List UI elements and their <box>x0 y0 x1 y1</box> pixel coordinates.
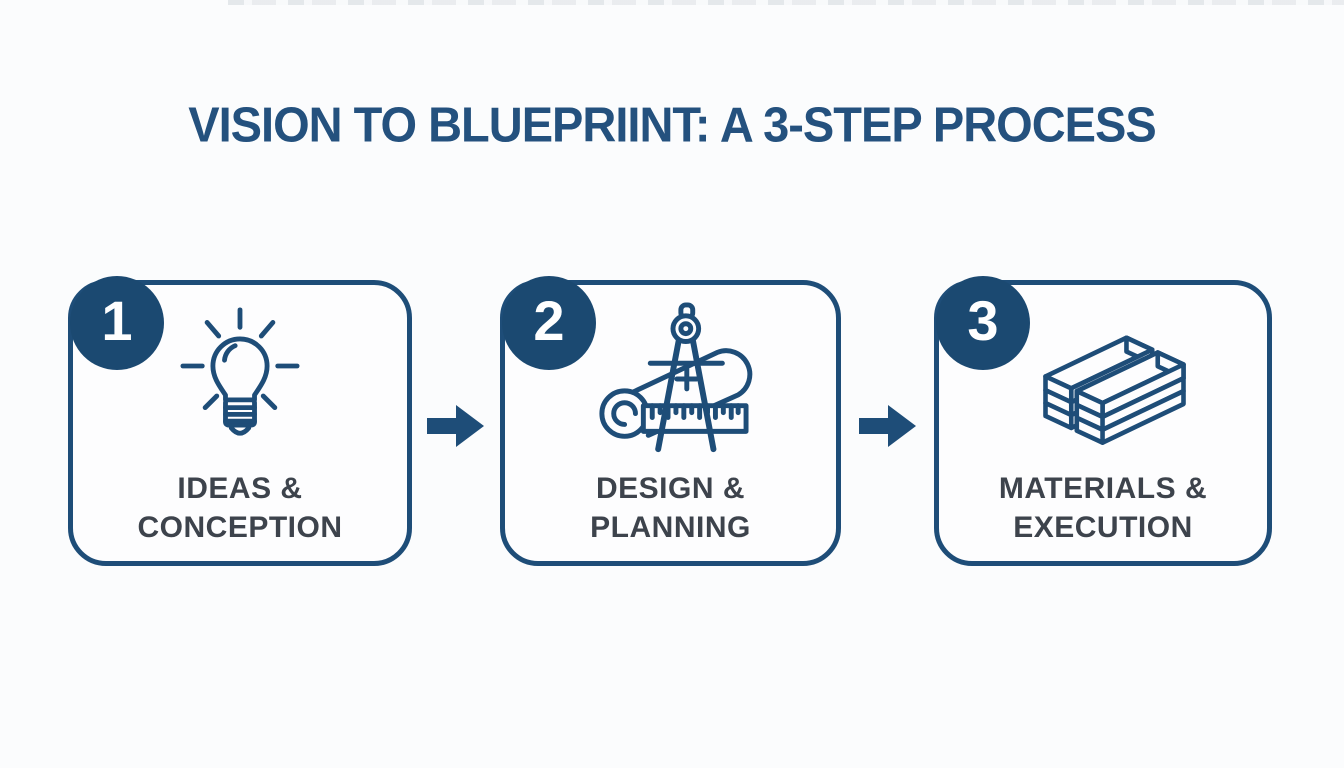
step-1-label-line1: IDEAS & <box>177 472 303 505</box>
step-2-label: DESIGN & PLANNING <box>590 469 751 547</box>
step-3-number: 3 <box>967 289 999 352</box>
step-card-1: 1 <box>68 276 412 566</box>
step-1-number: 1 <box>101 289 133 352</box>
step-2-label-line2: PLANNING <box>590 511 751 544</box>
top-edge-artifact <box>228 0 1344 5</box>
lightbulb-icon <box>177 301 303 461</box>
drafting-compass-blueprint-icon <box>587 301 755 461</box>
step-card-2: 2 <box>500 276 841 566</box>
step-2-number: 2 <box>533 289 565 352</box>
page-title: VISION TO BLUEPRIINT: A 3-STEP PROCESS <box>188 96 1156 153</box>
step-1-label: IDEAS & CONCEPTION <box>137 469 342 547</box>
step-card-3: 3 <box>934 276 1272 566</box>
step-2-label-line1: DESIGN & <box>595 472 745 505</box>
process-row: 1 <box>68 276 1272 566</box>
step-1-number-badge: 1 <box>70 276 164 370</box>
step-3-label-line2: EXECUTION <box>1013 511 1193 544</box>
step-3-label: MATERIALS & EXECUTION <box>999 469 1207 547</box>
arrow-right-icon <box>841 280 934 566</box>
step-1-label-line2: CONCEPTION <box>137 511 343 544</box>
step-3-label-line1: MATERIALS & <box>998 472 1208 505</box>
step-2-number-badge: 2 <box>502 276 596 370</box>
lumber-stack-icon <box>1017 301 1189 461</box>
step-3-number-badge: 3 <box>936 276 1030 370</box>
arrow-right-icon <box>412 280 500 566</box>
